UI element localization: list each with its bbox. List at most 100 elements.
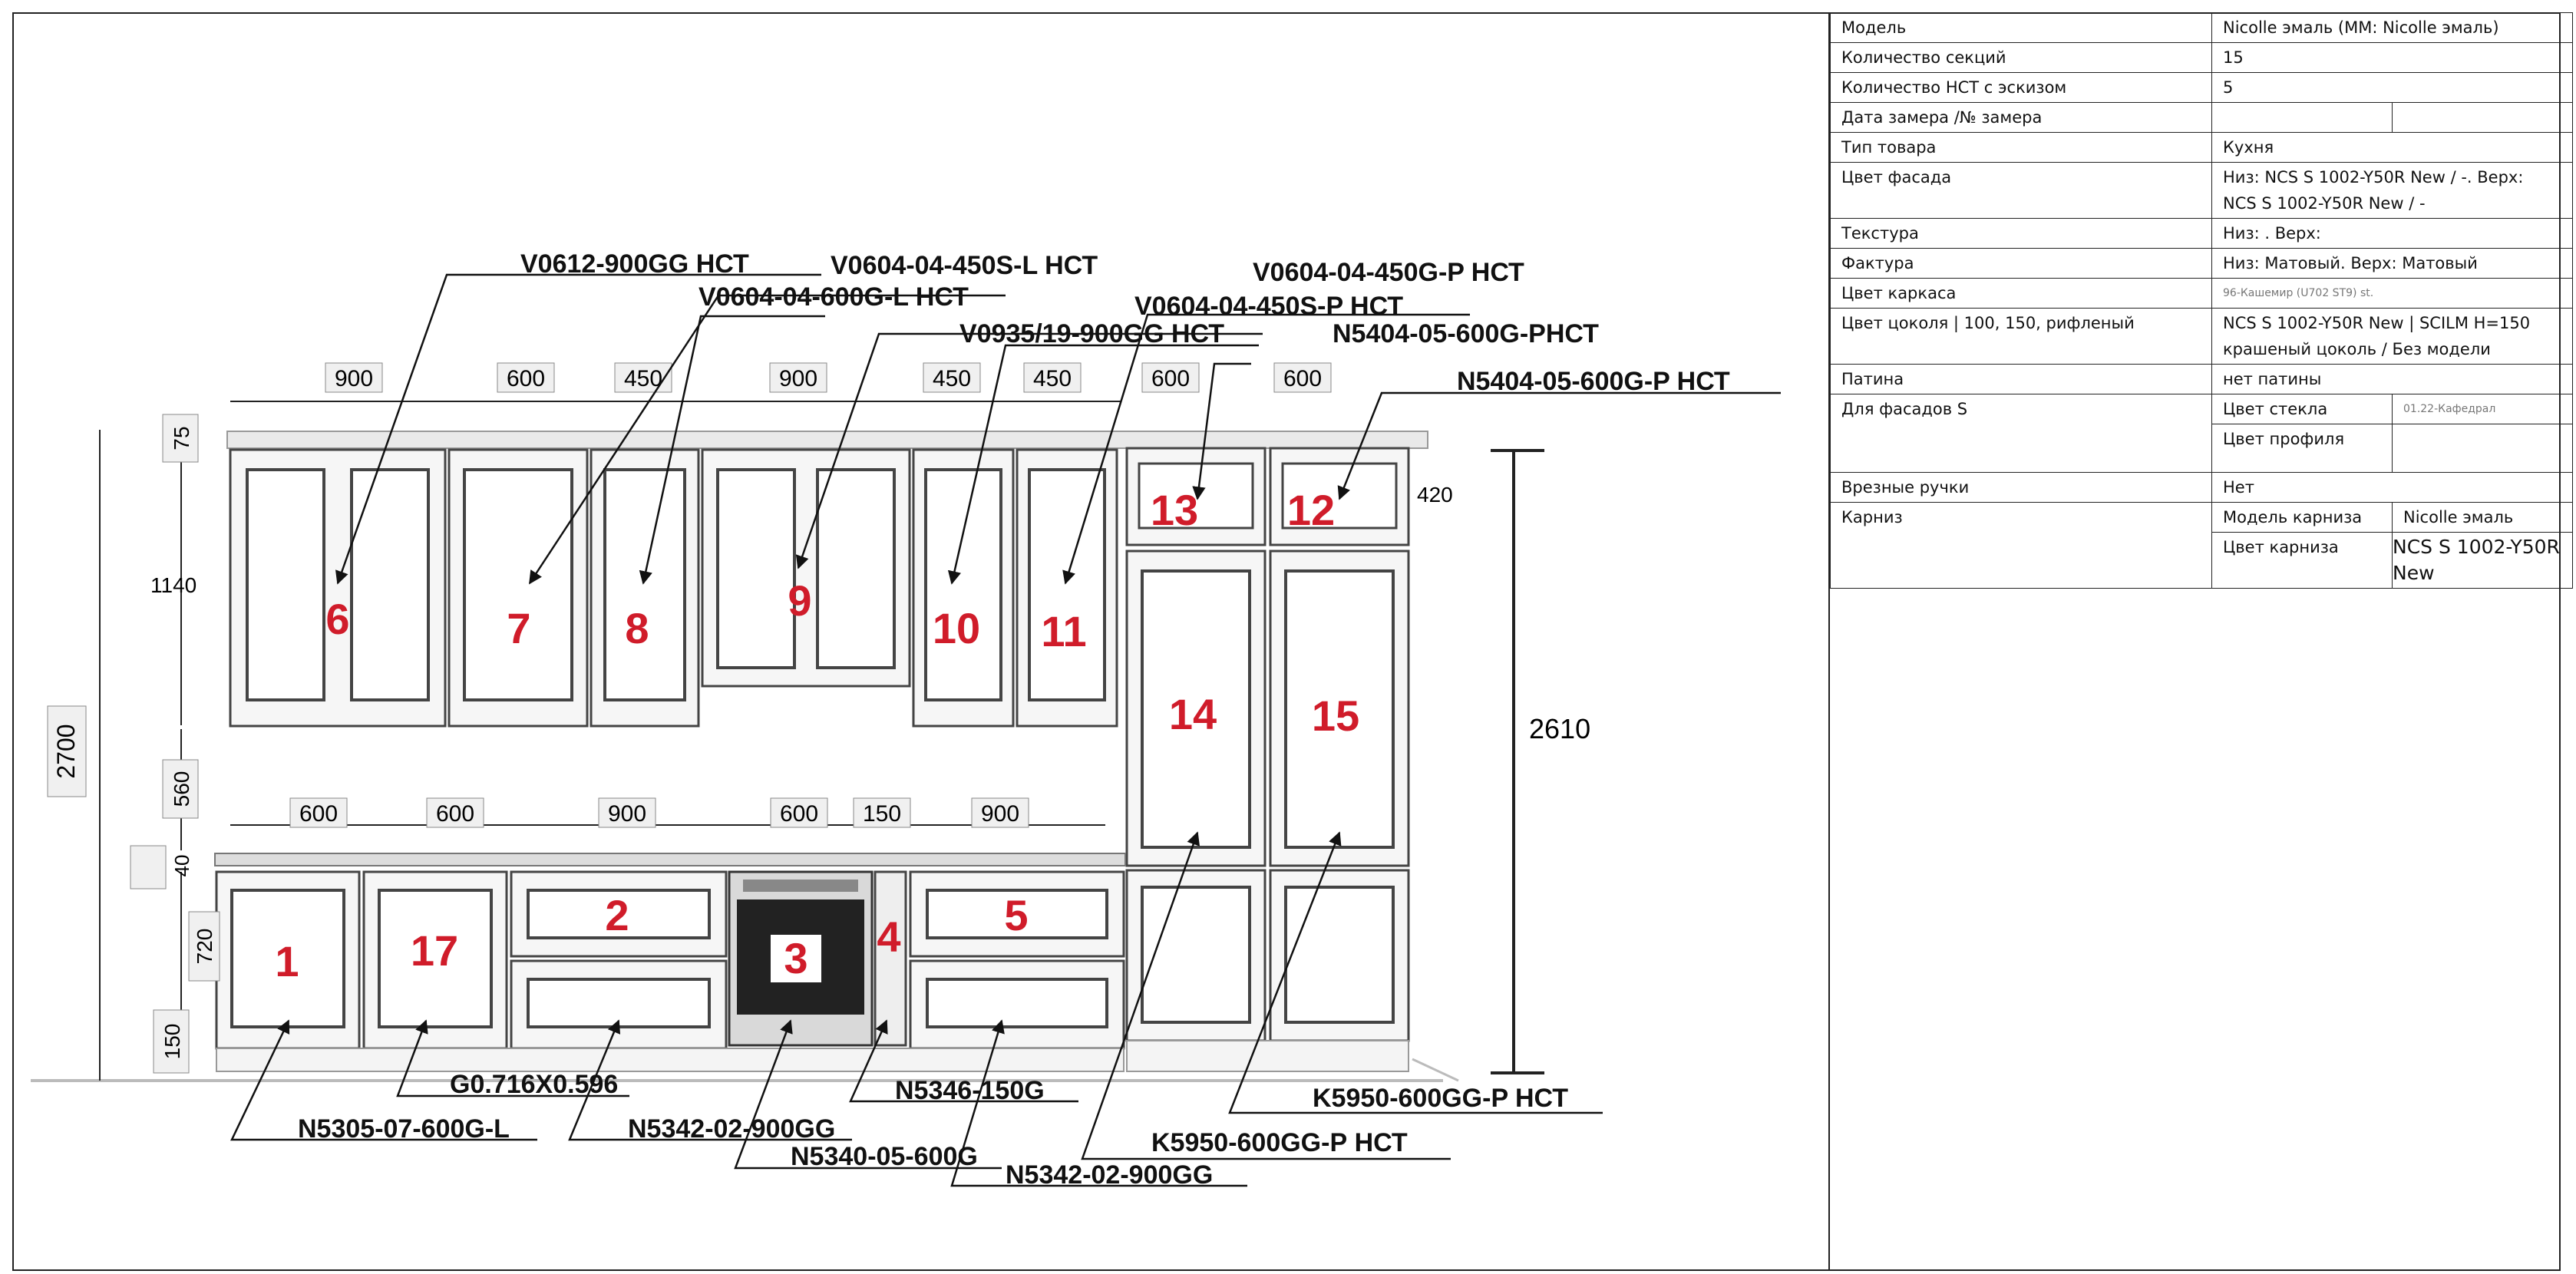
- spec-value: 01.22-Кафедрал: [2392, 394, 2573, 424]
- plinth-height-label: 150: [160, 1024, 184, 1060]
- table-row: Патина нет патины: [1830, 364, 2573, 394]
- spec-label: Модель: [1830, 12, 2212, 43]
- tall-columns: [1125, 447, 1410, 1042]
- spec-value: Nicolle эмаль: [2392, 502, 2573, 533]
- table-row: Цвет профиля: [1831, 424, 2573, 473]
- section-number: 17: [411, 926, 458, 975]
- leader-lines: [230, 273, 1781, 1187]
- table-row: Цвет фасада Низ: NCS S 1002-Y50R New / -…: [1830, 162, 2573, 219]
- spec-value: NCS S 1002-Y50R New: [2392, 532, 2573, 589]
- bottom-code-labels: G0.716X0.596 N5305-07-600G-L N5342-02-90…: [298, 1070, 1568, 1190]
- spec-value: Низ: Матовый. Верх: Матовый: [2211, 248, 2573, 279]
- bottom-width-label: 600: [780, 801, 818, 827]
- code-label: K5950-600GG-Р НСТ: [1151, 1128, 1408, 1157]
- worktop: [214, 853, 1126, 866]
- section-number: 8: [625, 604, 649, 652]
- section-number: 12: [1287, 486, 1335, 534]
- section-number: 7: [507, 604, 530, 652]
- section-number: 11: [1041, 607, 1086, 655]
- bottom-width-label: 900: [608, 801, 646, 827]
- bottom-width-labels: 600 600 900 600 150 900: [289, 797, 1029, 828]
- spec-value-empty: [2392, 424, 2573, 473]
- section-number: 9: [788, 576, 811, 625]
- table-row: Текстура Низ: . Верх:: [1830, 218, 2573, 249]
- total-height-label: 2700: [52, 724, 80, 778]
- spec-label: Цвет цоколя | 100, 150, рифленый: [1830, 308, 2212, 365]
- top-width-label: 600: [1283, 366, 1322, 391]
- table-row: Карниз Модель карниза Nicolle эмаль: [1830, 502, 2573, 589]
- code-label: N5404-05-600G-P НСТ: [1457, 367, 1730, 396]
- table-row: Фактура Низ: Матовый. Верх: Матовый: [1830, 248, 2573, 279]
- spec-value: нет патины: [2211, 364, 2573, 394]
- spec-sublabel: Цвет стекла: [2211, 394, 2393, 424]
- table-row: Количество НСТ с эскизом 5: [1830, 72, 2573, 103]
- worktop-height-label: 40: [170, 855, 193, 877]
- section-number: 13: [1151, 486, 1198, 534]
- top-width-label: 450: [1033, 366, 1072, 391]
- specification-panel: Модель Nicolle эмаль (MM: Nicolle эмаль)…: [1828, 12, 2573, 1271]
- spec-label: Карниз: [1830, 502, 2212, 589]
- code-label: G0.716X0.596: [450, 1070, 618, 1099]
- spec-label: Цвет каркаса: [1830, 278, 2212, 309]
- section-number: 3: [784, 934, 807, 982]
- table-row: Модель Nicolle эмаль (MM: Nicolle эмаль): [1830, 12, 2573, 43]
- code-label: N5346-150G: [895, 1076, 1045, 1105]
- top-width-labels: 900 600 450 900 450 450 600 600: [325, 362, 1332, 393]
- oven: [728, 870, 907, 1047]
- section-number: 4: [877, 913, 900, 961]
- top-width-label: 450: [624, 366, 662, 391]
- spec-value: NCS S 1002-Y50R New | SCILM H=150 крашен…: [2211, 308, 2573, 365]
- column-height-label: 2610: [1529, 713, 1590, 744]
- upper-height-label: 1140: [150, 573, 197, 597]
- section-number: 6: [325, 595, 349, 643]
- specification-table: Модель Nicolle эмаль (MM: Nicolle эмаль)…: [1830, 12, 2573, 589]
- spec-value: Кухня: [2211, 132, 2573, 163]
- spec-value: Низ: NCS S 1002-Y50R New / -. Верх: NCS …: [2211, 162, 2573, 219]
- code-label: V0604-04-450S-P НСТ: [1134, 292, 1403, 321]
- spec-sublabel: Цвет профиля: [2211, 424, 2393, 473]
- code-label: N5340-05-600G: [791, 1142, 978, 1171]
- spec-label: Патина: [1830, 364, 2212, 394]
- spec-value: Низ: . Верх:: [2211, 218, 2573, 249]
- table-row: Количество секций 15: [1830, 42, 2573, 73]
- spec-sublabel: Модель карниза: [2211, 502, 2393, 533]
- spec-label: Фактура: [1830, 248, 2212, 279]
- code-label: V0612-900GG НСТ: [520, 249, 749, 279]
- table-row: Цвет каркаса 96-Кашемир (U702 ST9) st.: [1830, 278, 2573, 309]
- spec-label: Количество НСТ с эскизом: [1830, 72, 2212, 103]
- bottom-width-label: 900: [981, 801, 1019, 827]
- cornice: [226, 431, 1428, 449]
- section-number: 15: [1312, 691, 1359, 740]
- code-label: N5305-07-600G-L: [298, 1114, 510, 1144]
- code-label: N5342-02-900GG: [1006, 1160, 1213, 1190]
- section-number: 1: [275, 937, 299, 985]
- bottom-width-label: 600: [436, 801, 474, 827]
- spec-value: Нет: [2211, 472, 2573, 503]
- bottom-width-label: 600: [299, 801, 338, 827]
- spec-label: Дата замера /№ замера: [1830, 102, 2212, 133]
- top-width-label: 450: [933, 366, 971, 391]
- gap-height-label: 560: [170, 771, 193, 807]
- code-label: V0604-04-600G-L НСТ: [698, 282, 969, 312]
- cornice-height-label: 75: [170, 426, 193, 450]
- spec-value-empty: [2211, 102, 2393, 133]
- code-label: N5404-05-600G-РНСТ: [1333, 319, 1599, 348]
- spec-value: 15: [2211, 42, 2573, 73]
- section-number: 14: [1169, 690, 1217, 738]
- spec-label: Тип товара: [1830, 132, 2212, 163]
- bottom-width-label: 150: [863, 801, 901, 827]
- top-width-label: 600: [507, 366, 545, 391]
- spec-label: Для фасадов S: [1830, 394, 2212, 473]
- top-width-label: 900: [779, 366, 817, 391]
- kitchen-elevation-drawing: 900 600 450 900 450 450 600 600 600 600 …: [31, 249, 1781, 1190]
- spec-label: Количество секций: [1830, 42, 2212, 73]
- table-row: Тип товара Кухня: [1830, 132, 2573, 163]
- upper-cabinets: [229, 448, 1118, 728]
- drawing-frame: [12, 12, 2561, 1271]
- section-number: 5: [1004, 891, 1028, 939]
- top-width-label: 900: [335, 366, 373, 391]
- top-width-label: 600: [1151, 366, 1190, 391]
- spec-label: Цвет фасада: [1830, 162, 2212, 219]
- spec-label: Текстура: [1830, 218, 2212, 249]
- base-height-label: 720: [193, 929, 216, 965]
